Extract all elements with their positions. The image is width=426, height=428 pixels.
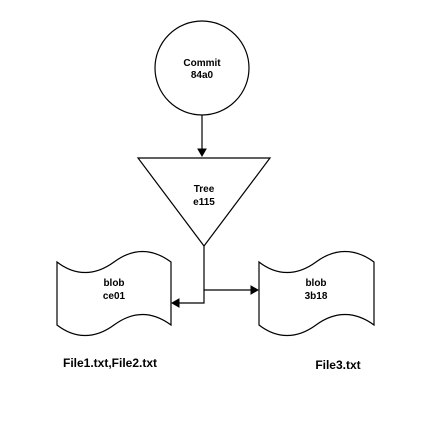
edge-tree-blob-right-line <box>203 246 252 291</box>
tree-label: Tree <box>194 184 215 195</box>
tree-hash: e115 <box>193 197 215 208</box>
arrowhead-left <box>170 298 180 308</box>
caption-right-files: File3.txt <box>315 358 360 372</box>
blob-node-left[interactable]: blob ce01 <box>56 251 172 336</box>
blob-node-right[interactable]: blob 3b18 <box>258 251 375 336</box>
tree-triangle <box>136 157 272 247</box>
blob-right-hash: 3b18 <box>305 291 328 302</box>
blob-left-hash: ce01 <box>103 291 126 302</box>
edge-commit-to-tree <box>197 115 207 158</box>
edge-tree-to-blobs <box>170 246 260 308</box>
commit-hash: 84a0 <box>191 70 214 81</box>
blob-right-shape <box>258 251 375 336</box>
edge-tree-blob-left-line <box>178 290 205 304</box>
caption-left-files: File1.txt,File2.txt <box>63 356 157 370</box>
blob-right-label: blob <box>305 278 326 289</box>
commit-node[interactable]: Commit 84a0 <box>154 20 250 116</box>
arrowhead-right <box>250 285 260 295</box>
arrowhead-down <box>197 148 207 158</box>
commit-label: Commit <box>183 58 221 69</box>
tree-node[interactable]: Tree e115 <box>136 157 272 247</box>
blob-left-label: blob <box>103 278 124 289</box>
blob-left-shape <box>56 251 172 336</box>
